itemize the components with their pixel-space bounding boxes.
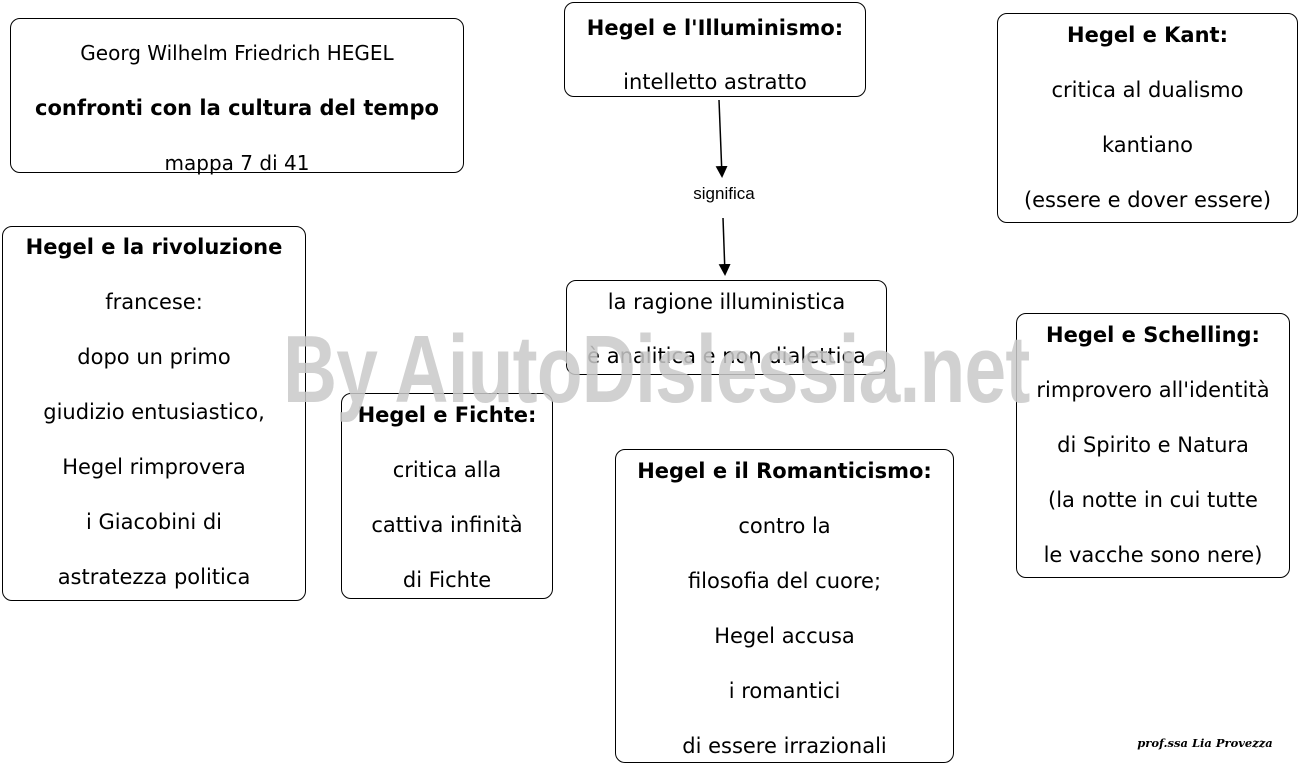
- author-signature: prof.ssa Lia Provezza: [1137, 736, 1273, 750]
- kant-line-2: kantiano: [1101, 133, 1194, 157]
- rivoluzione-line: i Giacobini di: [85, 510, 223, 534]
- link-label-significa: significa: [672, 184, 776, 204]
- fichte-title: Hegel e Fichte:: [357, 403, 537, 427]
- ragione-line-1: la ragione illuministica: [607, 290, 846, 314]
- romanticismo-title: Hegel e il Romanticismo:: [637, 459, 932, 483]
- rivoluzione-line: dopo un primo: [77, 345, 231, 369]
- schelling-line: rimprovero all'identità: [1036, 378, 1270, 402]
- rivoluzione-line: astratezza politica: [57, 565, 251, 589]
- schelling-line: le vacche sono nere): [1043, 543, 1263, 567]
- romanticismo-line: Hegel accusa: [714, 624, 855, 648]
- schelling-title: Hegel e Schelling:: [1046, 323, 1260, 347]
- arrow-illuminismo-to-label: [715, 99, 728, 178]
- kant-line-1: critica al dualismo: [1051, 78, 1244, 102]
- romanticismo-line: filosofia del cuore;: [687, 569, 882, 593]
- fichte-line: di Fichte: [402, 568, 492, 592]
- map-topic: confronti con la cultura del tempo: [35, 96, 439, 120]
- node-schelling: Hegel e Schelling: rimprovero all'identi…: [1016, 313, 1290, 578]
- romanticismo-line: di essere irrazionali: [682, 734, 887, 758]
- fichte-line: critica alla: [392, 458, 502, 482]
- schelling-line: (la notte in cui tutte: [1048, 488, 1258, 512]
- fichte-line: cattiva infinità: [371, 513, 523, 537]
- arrow-label-to-ragione: [718, 217, 731, 276]
- kant-line-3: (essere e dover essere): [1023, 188, 1272, 212]
- title-box: Georg Wilhelm Friedrich HEGEL confronti …: [10, 18, 464, 175]
- node-illuminismo: Hegel e l'Illuminismo: intelletto astrat…: [564, 2, 866, 97]
- romanticismo-line: contro la: [738, 514, 831, 538]
- rivoluzione-line: giudizio entusiastico,: [43, 400, 265, 424]
- schelling-line: di Spirito e Natura: [1057, 433, 1249, 457]
- kant-title: Hegel e Kant:: [1067, 23, 1228, 47]
- node-rivoluzione-francese: Hegel e la rivoluzione francese: dopo un…: [2, 226, 306, 601]
- author-name: Georg Wilhelm Friedrich HEGEL: [80, 41, 394, 65]
- map-number: mappa 7 di 41: [164, 151, 310, 175]
- rivoluzione-line: francese:: [105, 290, 203, 314]
- rivoluzione-title: Hegel e la rivoluzione: [25, 235, 283, 259]
- node-fichte: Hegel e Fichte: critica alla cattiva inf…: [341, 393, 553, 599]
- romanticismo-line: i romantici: [728, 679, 841, 703]
- node-ragione-illuministica: la ragione illuministica è analitica e n…: [566, 280, 887, 375]
- node-romanticismo: Hegel e il Romanticismo: contro la filos…: [615, 449, 954, 763]
- node-kant: Hegel e Kant: critica al dualismo kantia…: [997, 13, 1298, 223]
- illuminismo-title: Hegel e l'Illuminismo:: [586, 16, 844, 40]
- illuminismo-text: intelletto astratto: [623, 70, 807, 94]
- ragione-line-2: è analitica e non dialettica: [587, 344, 866, 368]
- rivoluzione-line: Hegel rimprovera: [62, 455, 246, 479]
